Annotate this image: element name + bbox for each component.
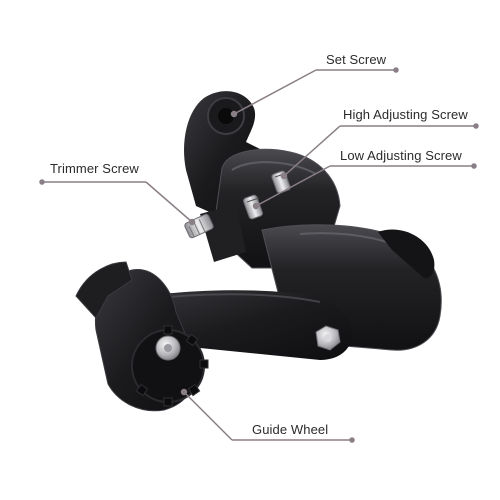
leader-high-adjusting-screw (283, 125, 341, 177)
cage-tab (75, 261, 133, 319)
derailleur-body (75, 91, 442, 412)
label-trimmer-screw: Trimmer Screw (50, 161, 139, 176)
label-guide-wheel: Guide Wheel (252, 422, 329, 437)
trimmer-housing (200, 204, 246, 262)
label-set-screw: Set Screw (326, 52, 387, 67)
guide-wheel-teeth (135, 325, 209, 407)
label-high-adjusting-screw: High Adjusting Screw (343, 107, 468, 122)
rear-pulley-edge (378, 229, 435, 279)
set-screw-hole (218, 108, 234, 124)
main-block-highlight (231, 161, 317, 175)
leader-low-adjusting-screw (255, 165, 331, 207)
leader-guide-wheel (183, 391, 233, 441)
leader-lines (39, 67, 479, 443)
cage-arm (120, 290, 353, 360)
leader-set-screw (233, 69, 317, 115)
label-low-adjusting-screw: Low Adjusting Screw (340, 148, 462, 163)
cage-pivot-bolt (315, 325, 341, 351)
trimmer-screw (184, 213, 214, 239)
